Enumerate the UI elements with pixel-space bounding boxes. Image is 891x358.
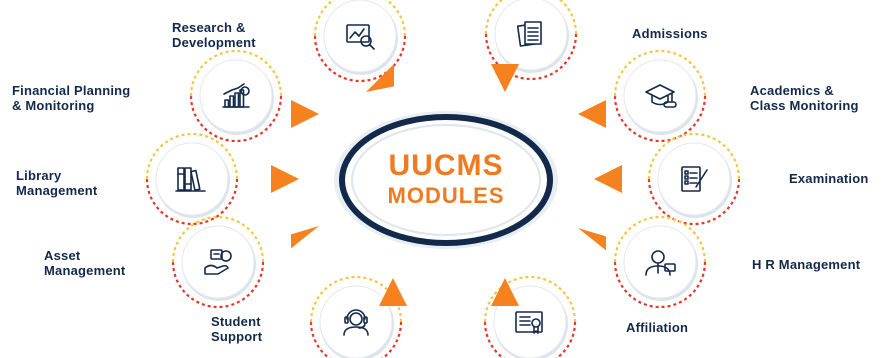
dotted-ring-bottom	[483, 321, 577, 358]
dotted-ring-top	[613, 49, 707, 97]
label-affiliation-line1: Affiliation	[626, 320, 689, 335]
books-icon	[175, 167, 206, 192]
label-admissions-line1: Admissions	[632, 26, 708, 41]
module-node-research	[313, 0, 407, 92]
module-node-financial	[189, 49, 319, 143]
pointer-arrow	[594, 165, 622, 193]
center-title-main: UUCMS	[388, 149, 504, 182]
pointer-arrow	[366, 64, 394, 92]
dotted-ring-top	[171, 215, 265, 263]
headset-icon	[343, 309, 369, 336]
dotted-ring-bottom	[189, 95, 283, 143]
icon-wrap	[515, 311, 543, 334]
documents-icon	[516, 21, 542, 47]
icon-wrap	[175, 167, 206, 192]
icon-wrap	[204, 249, 232, 275]
module-node-library	[145, 132, 299, 226]
label-library: Library Management	[16, 168, 97, 198]
icon-wrap	[681, 166, 708, 192]
dotted-ring-bottom	[647, 178, 741, 226]
module-node-academics	[578, 49, 707, 143]
node-disc	[323, 0, 397, 73]
module-node-hr	[578, 215, 707, 309]
icon-wrap	[645, 250, 676, 276]
label-research-line2: Development	[172, 35, 256, 50]
node-disc	[623, 59, 697, 133]
label-student: Student Support	[211, 314, 262, 344]
graduation-cap-icon	[645, 84, 677, 108]
label-financial-line2: & Monitoring	[12, 98, 95, 113]
node-disc	[199, 59, 273, 133]
module-node-affiliation	[483, 275, 577, 358]
label-research: Research & Development	[172, 20, 256, 50]
center-title: UUCMS MODULES	[340, 114, 552, 244]
pointer-arrow	[491, 278, 519, 306]
module-node-admissions	[484, 0, 578, 92]
label-admissions: Admissions	[632, 26, 708, 41]
pointer-arrow	[379, 278, 407, 306]
label-research-line1: Research &	[172, 20, 246, 35]
research-icon	[346, 24, 375, 50]
label-student-line1: Student	[211, 314, 261, 329]
pointer-arrow	[578, 100, 606, 128]
dotted-ring-top	[145, 132, 239, 180]
label-student-line2: Support	[211, 329, 263, 344]
dotted-ring-bottom	[309, 321, 403, 358]
asset-icon	[204, 249, 232, 275]
dotted-ring-bottom	[613, 261, 707, 309]
node-disc	[181, 225, 255, 299]
icon-wrap	[516, 21, 542, 47]
label-asset: Asset Management	[44, 248, 125, 278]
dotted-ring-top	[647, 132, 741, 180]
center-title-sub: MODULES	[387, 183, 505, 208]
label-academics-line2: Class Monitoring	[750, 98, 859, 113]
node-disc	[319, 285, 393, 358]
dotted-ring-bottom	[145, 178, 239, 226]
employee-icon	[645, 250, 676, 276]
icon-wrap	[645, 84, 677, 108]
label-examination-line1: Examination	[789, 171, 869, 186]
label-hr-line1: H R Management	[752, 257, 861, 272]
module-node-examination	[594, 132, 741, 226]
dotted-ring-top	[313, 0, 407, 37]
center-hub	[334, 111, 558, 249]
label-hr: H R Management	[752, 257, 860, 272]
node-disc	[657, 142, 731, 216]
dotted-ring-top	[189, 49, 283, 97]
certificate-icon	[515, 311, 543, 334]
dotted-ring-bottom	[484, 33, 578, 81]
label-asset-line2: Management	[44, 263, 126, 278]
label-asset-line1: Asset	[44, 248, 81, 263]
pointer-arrow	[578, 228, 606, 251]
pointer-arrow	[291, 100, 319, 128]
pointer-arrow	[491, 64, 519, 92]
icon-wrap	[346, 24, 375, 50]
financial-chart-icon	[222, 83, 250, 108]
label-examination: Examination	[789, 171, 869, 186]
module-node-asset	[171, 215, 319, 309]
dotted-ring-bottom	[313, 35, 407, 83]
dotted-ring-top	[483, 275, 577, 323]
icon-wrap	[343, 309, 369, 336]
pointer-arrow	[291, 226, 319, 249]
label-financial-line1: Financial Planning	[12, 83, 131, 98]
label-academics: Academics & Class Monitoring	[750, 83, 859, 113]
dotted-ring-bottom	[171, 261, 265, 309]
exam-sheet-icon	[681, 166, 708, 192]
module-node-student	[309, 275, 407, 358]
dotted-ring-top	[484, 0, 578, 35]
dotted-ring-top	[613, 215, 707, 263]
label-affiliation: Affiliation	[626, 320, 688, 335]
dotted-ring-bottom	[613, 95, 707, 143]
pointer-arrow	[271, 165, 299, 193]
label-academics-line1: Academics &	[750, 83, 834, 98]
label-library-line1: Library	[16, 168, 62, 183]
icon-wrap	[222, 83, 250, 108]
label-library-line2: Management	[16, 183, 98, 198]
label-financial: Financial Planning & Monitoring	[12, 83, 130, 113]
